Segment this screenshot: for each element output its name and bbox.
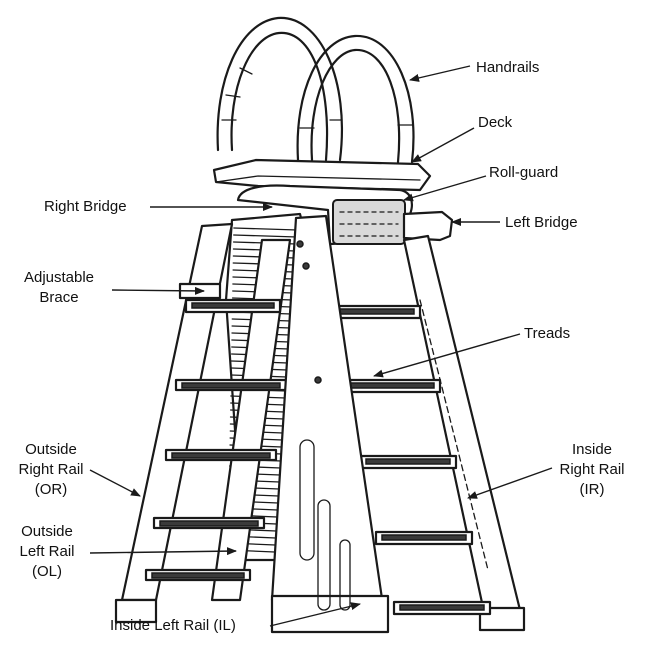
- deck-part: [212, 158, 432, 192]
- outside-left-rail-label-line1: Outside: [21, 523, 73, 540]
- handrails-part: [216, 16, 415, 164]
- outside-right-rail-label-line1: Outside: [25, 441, 77, 458]
- left-bridge-part: [402, 210, 454, 242]
- right-bridge-label: Right Bridge: [44, 198, 127, 215]
- inside-left-rail-part: [270, 214, 390, 634]
- outside-left-rail-part: [210, 238, 292, 602]
- tread-left: [164, 448, 278, 462]
- tread-left: [144, 568, 252, 582]
- tread-left: [152, 516, 266, 530]
- leader-lines: [89, 65, 553, 627]
- outside-left-rail-label-line2: Left Rail: [19, 543, 75, 560]
- deck-label: Deck: [478, 114, 513, 131]
- inside-right-rail-label-line3: (IR): [579, 481, 605, 498]
- tread-right: [374, 530, 474, 546]
- roller-line: [233, 227, 299, 231]
- adjustable-brace-label-line2: Brace: [39, 289, 79, 306]
- roll-guard-part: [236, 184, 413, 246]
- inside-left-rail-label: Inside Left Rail (IL): [110, 617, 236, 634]
- left-bridge-label: Left Bridge: [505, 214, 578, 231]
- tread-right: [342, 378, 442, 394]
- tread-right: [328, 304, 422, 320]
- inside-right-rail-label-line1: Inside: [571, 441, 613, 458]
- inside-right-rail-part: [402, 234, 526, 632]
- treads-part: [144, 298, 492, 616]
- outside-left-rail-label: Outside Left Rail (OL): [4, 522, 90, 582]
- tread-right: [392, 600, 492, 616]
- outside-right-rail-label-line2: Right Rail: [18, 461, 84, 478]
- tread-left: [184, 298, 282, 314]
- outside-left-rail-label-line3: (OL): [32, 563, 62, 580]
- handrails-label: Handrails: [476, 59, 540, 76]
- tread-right: [358, 454, 458, 470]
- tread-left: [174, 378, 288, 392]
- roll-guard-label: Roll-guard: [489, 164, 559, 181]
- treads-label: Treads: [524, 325, 571, 342]
- roller-line: [233, 234, 298, 238]
- outside-right-rail-part: [114, 222, 234, 624]
- inside-right-rail-label-line2: Right Rail: [559, 461, 625, 478]
- inside-right-rail-label: Inside Right Rail (IR): [546, 440, 638, 500]
- adjustable-brace-label-line1: Adjustable: [23, 269, 95, 286]
- outside-right-rail-label: Outside Right Rail (OR): [6, 440, 96, 500]
- outside-right-rail-label-line3: (OR): [34, 481, 68, 498]
- adjustable-brace-label: Adjustable Brace: [14, 268, 104, 308]
